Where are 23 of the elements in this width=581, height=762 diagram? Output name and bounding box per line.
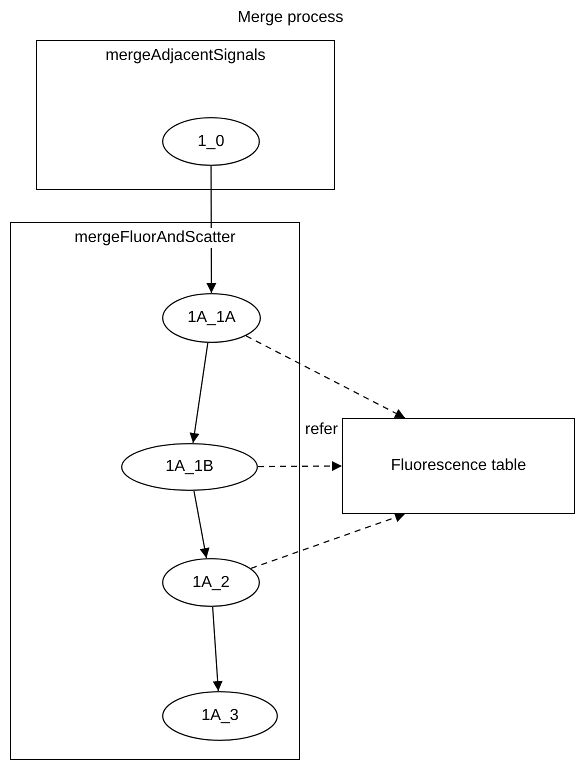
ellipse-node bbox=[162, 558, 260, 607]
node-label: 1_0 bbox=[198, 132, 224, 152]
arrow bbox=[246, 335, 406, 419]
node-label: Fluorescence table bbox=[390, 456, 526, 476]
ellipse-node bbox=[162, 293, 261, 343]
arrow bbox=[190, 342, 208, 444]
ellipse-node bbox=[162, 691, 278, 741]
cluster-box bbox=[10, 222, 300, 760]
arrow bbox=[193, 490, 210, 558]
table-box bbox=[342, 418, 575, 514]
cluster-title: mergeFluorAndScatter bbox=[72, 228, 238, 248]
cluster-box bbox=[36, 40, 335, 190]
arrow bbox=[206, 166, 216, 293]
ellipse-node bbox=[162, 117, 260, 166]
node-label: 1A_1B bbox=[165, 457, 214, 477]
diagram-title: Merge process bbox=[236, 8, 344, 28]
ellipse-node bbox=[121, 443, 258, 491]
node-label: 1A_2 bbox=[192, 572, 230, 592]
arrow bbox=[212, 606, 223, 692]
arrow bbox=[250, 512, 406, 569]
node-label: 1A_1A bbox=[187, 308, 236, 328]
node-label: 1A_3 bbox=[201, 706, 239, 726]
arrow bbox=[258, 461, 342, 472]
